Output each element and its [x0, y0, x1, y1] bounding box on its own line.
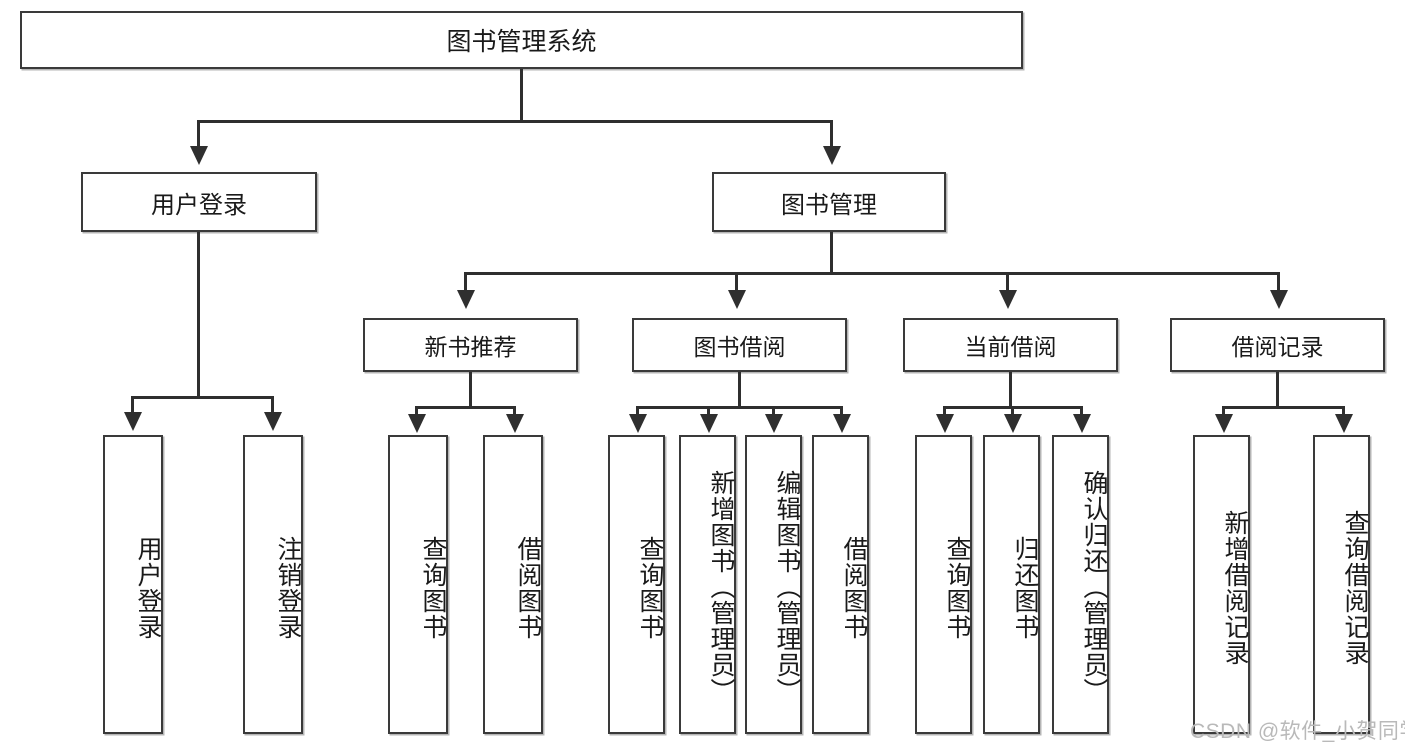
connector-br-stem	[1276, 372, 1279, 406]
arrow-bm-new-book	[457, 290, 475, 309]
arrow-bm-borrow-record	[1270, 290, 1288, 309]
arrow-nbr-leaf-1	[408, 414, 426, 433]
node-book-borrow[interactable]: 图书借阅	[632, 318, 847, 372]
leaf-borrow-book-label: 借阅图书	[840, 535, 868, 640]
node-borrow-record-label: 借阅记录	[1231, 334, 1324, 360]
node-new-book-recommend[interactable]: 新书推荐	[363, 318, 578, 372]
leaf-query-book-borrow-label: 查询图书	[636, 535, 664, 640]
leaf-confirm-return-admin-label: 确认归还（管理员）	[1080, 469, 1108, 704]
leaf-query-book-recommend-label: 查询图书	[419, 535, 447, 640]
connector-bm-drop-3	[1006, 272, 1009, 292]
leaf-add-borrow-record-label: 新增借阅记录	[1221, 509, 1249, 666]
connector-cb-drop-2	[1011, 406, 1014, 416]
connector-bb-drop-3	[772, 406, 775, 416]
watermark-csdn: CSDN @软件_小贺同学	[1190, 720, 1405, 743]
arrow-nbr-leaf-2	[506, 414, 524, 433]
leaf-add-book-admin[interactable]: 新增图书（管理员）	[679, 435, 736, 734]
leaf-add-book-admin-label: 新增图书（管理员）	[707, 469, 735, 704]
node-current-borrow-label: 当前借阅	[964, 334, 1057, 360]
leaf-return-book[interactable]: 归还图书	[983, 435, 1040, 734]
leaf-borrow-book-recommend[interactable]: 借阅图书	[483, 435, 543, 734]
arrow-root-to-book-manage	[823, 146, 841, 165]
arrow-root-to-user-login	[190, 146, 208, 165]
connector-user-login-drop-1	[131, 396, 134, 414]
connector-bb-drop-2	[707, 406, 710, 416]
arrow-bb-leaf-1	[629, 414, 647, 433]
node-book-management-label: 图书管理	[781, 191, 877, 219]
connector-bb-stem	[738, 372, 741, 406]
node-user-login[interactable]: 用户登录	[81, 172, 317, 232]
leaf-logout[interactable]: 注销登录	[243, 435, 303, 734]
leaf-query-book-recommend[interactable]: 查询图书	[388, 435, 448, 734]
connector-br-drop-1	[1222, 406, 1225, 416]
connector-bb-drop-4	[840, 406, 843, 416]
arrow-bb-leaf-2	[700, 414, 718, 433]
leaf-borrow-book-recommend-label: 借阅图书	[514, 535, 542, 640]
connector-bm-drop-4	[1277, 272, 1280, 292]
connector-cb-stem	[1009, 372, 1012, 406]
leaf-edit-book-admin[interactable]: 编辑图书（管理员）	[745, 435, 802, 734]
arrow-bb-leaf-3	[765, 414, 783, 433]
connector-nbr-stem	[469, 372, 472, 406]
connector-bb-bus	[636, 406, 840, 409]
leaf-query-book-borrow[interactable]: 查询图书	[608, 435, 665, 734]
arrow-bm-book-borrow	[728, 290, 746, 309]
connector-book-manage-stem	[830, 232, 833, 272]
connector-bb-drop-1	[636, 406, 639, 416]
connector-root-stem	[520, 69, 523, 120]
leaf-user-login-label: 用户登录	[134, 535, 162, 640]
leaf-query-book-current[interactable]: 查询图书	[915, 435, 972, 734]
arrow-user-login-leaf-1	[124, 412, 142, 431]
node-book-borrow-label: 图书借阅	[693, 334, 786, 360]
node-root-system[interactable]: 图书管理系统	[20, 11, 1023, 69]
connector-nbr-drop-2	[513, 406, 516, 416]
connector-bm-drop-1	[464, 272, 467, 292]
leaf-borrow-book[interactable]: 借阅图书	[812, 435, 869, 734]
connector-nbr-bus	[415, 406, 513, 409]
connector-user-login-stem	[197, 232, 200, 396]
connector-br-drop-2	[1342, 406, 1345, 416]
leaf-return-book-label: 归还图书	[1011, 535, 1039, 640]
connector-cb-drop-1	[943, 406, 946, 416]
connector-cb-drop-3	[1080, 406, 1083, 416]
connector-user-login-bus	[131, 396, 271, 399]
leaf-add-borrow-record[interactable]: 新增借阅记录	[1193, 435, 1250, 734]
leaf-edit-book-admin-label: 编辑图书（管理员）	[773, 469, 801, 704]
leaf-confirm-return-admin[interactable]: 确认归还（管理员）	[1052, 435, 1109, 734]
node-current-borrow[interactable]: 当前借阅	[903, 318, 1118, 372]
arrow-br-leaf-2	[1335, 414, 1353, 433]
leaf-query-borrow-record[interactable]: 查询借阅记录	[1313, 435, 1370, 734]
arrow-cb-leaf-1	[936, 414, 954, 433]
node-borrow-record[interactable]: 借阅记录	[1170, 318, 1385, 372]
connector-bm-drop-2	[735, 272, 738, 292]
node-root-label: 图书管理系统	[446, 28, 597, 56]
leaf-logout-label: 注销登录	[274, 535, 302, 640]
node-new-book-recommend-label: 新书推荐	[424, 334, 517, 360]
arrow-cb-leaf-3	[1073, 414, 1091, 433]
leaf-query-borrow-record-label: 查询借阅记录	[1341, 509, 1369, 666]
connector-user-login-drop-2	[271, 396, 274, 414]
leaf-user-login[interactable]: 用户登录	[103, 435, 163, 734]
arrow-cb-leaf-2	[1004, 414, 1022, 433]
node-user-login-label: 用户登录	[151, 191, 247, 219]
arrow-user-login-leaf-2	[264, 412, 282, 431]
leaf-query-book-current-label: 查询图书	[943, 535, 971, 640]
connector-book-manage-bus	[464, 272, 1279, 275]
arrow-bb-leaf-4	[833, 414, 851, 433]
node-book-management[interactable]: 图书管理	[712, 172, 946, 232]
arrow-br-leaf-1	[1215, 414, 1233, 433]
connector-root-to-user-login	[197, 120, 200, 148]
arrow-bm-current-borrow	[999, 290, 1017, 309]
connector-root-bus	[197, 120, 833, 123]
connector-root-to-book-manage	[830, 120, 833, 148]
connector-br-bus	[1222, 406, 1342, 409]
connector-nbr-drop-1	[415, 406, 418, 416]
